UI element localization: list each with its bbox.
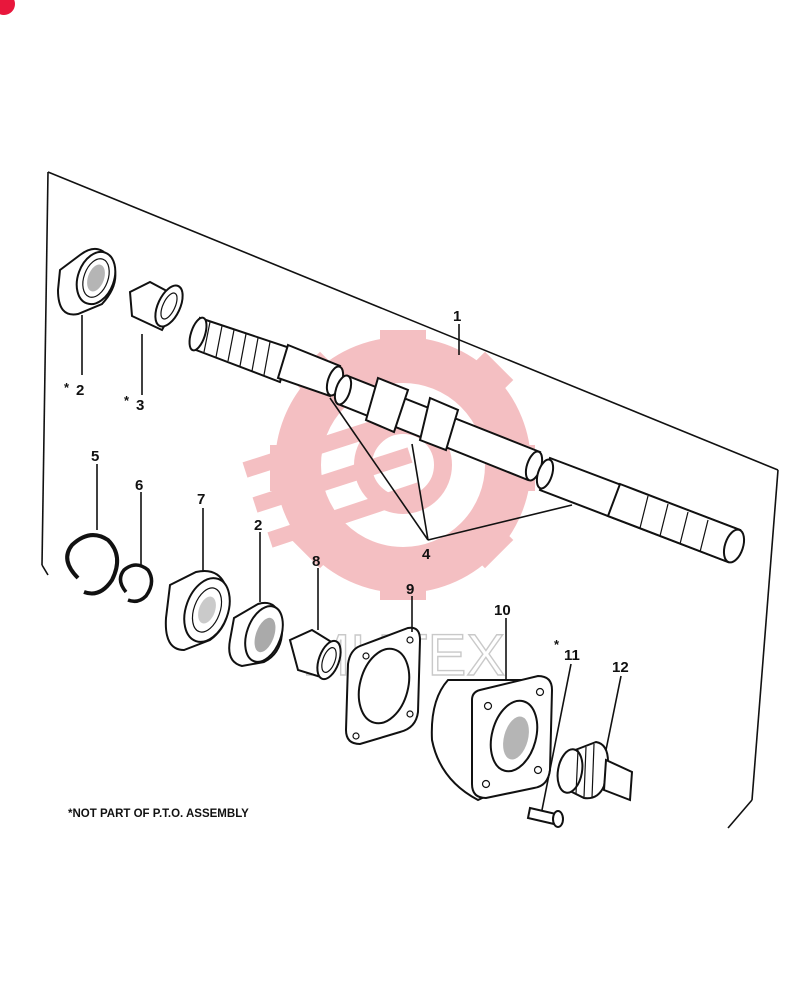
part-snap-ring-large [65,533,120,596]
part-oil-seal [228,602,284,668]
callout-8: 8 [312,553,320,570]
callout-3: 3 [136,397,144,414]
asterisk-3: * [124,393,130,408]
asterisk-2: * [64,380,70,395]
corner-marker [0,0,15,15]
callout-4: 4 [422,546,431,563]
callout-10: 10 [494,602,511,619]
part-housing [430,674,554,802]
callout-2-top: 2 [76,382,84,399]
callout-12: 12 [612,659,629,676]
part-shaft [188,316,746,564]
asterisk-11: * [554,637,560,652]
leader-lines [81,315,622,811]
callout-6: 6 [135,477,143,494]
part-gasket [344,626,422,746]
callout-11: 11 [564,647,580,664]
part-collar-threaded [56,247,117,316]
callout-7: 7 [197,491,205,508]
footnote: *NOT PART OF P.T.O. ASSEMBLY [68,808,249,820]
part-drain-plug [556,740,634,802]
callout-2-lower: 2 [254,517,262,534]
assembly-frame [41,171,779,829]
callout-1: 1 [453,308,461,325]
part-cap-screw [526,806,564,828]
part-snap-ring-small [118,563,154,604]
part-bushing [128,280,184,332]
part-ball-bearing [164,570,231,652]
callout-5: 5 [91,448,99,465]
part-sleeve [288,628,342,681]
callout-9: 9 [406,581,414,598]
